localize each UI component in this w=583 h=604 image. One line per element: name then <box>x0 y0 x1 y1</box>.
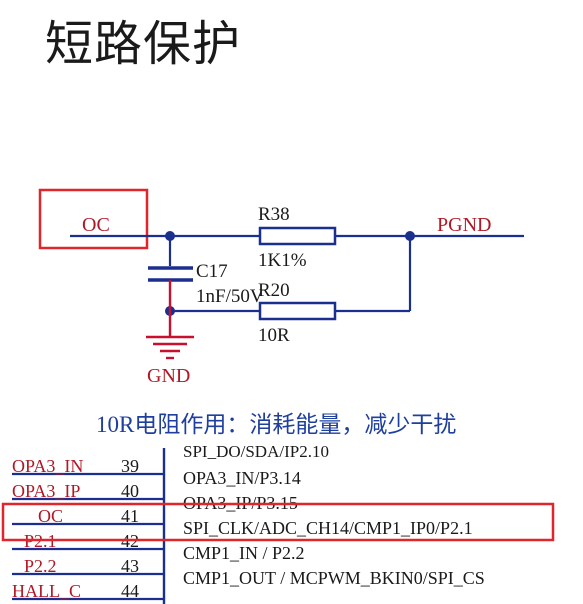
resistor-r38 <box>258 226 337 246</box>
pin-table: SPI_DO/SDA/IP2.10 OPA3_IN 39OPA3_IN/P3.14… <box>12 442 485 604</box>
capacitor-c17 <box>148 266 193 282</box>
junction-dot <box>165 231 175 241</box>
c17-ref-label: C17 <box>196 261 228 282</box>
oc-highlight-box <box>38 188 149 250</box>
r20-ref-label: R20 <box>258 280 290 301</box>
pin-number-label: 41 <box>121 506 139 526</box>
pin-net-label: OC <box>38 506 63 526</box>
pin-number-label: 44 <box>121 581 139 601</box>
pin-function-label: OPA3_IN/P3.14 <box>183 468 301 488</box>
pin-function-label: SPI_CLK/ADC_CH14/CMP1_IP0/P2.1 <box>183 518 473 538</box>
gnd-symbol <box>146 335 194 360</box>
pin-net-label: OPA3_IP <box>12 481 80 501</box>
wire-group <box>70 234 524 313</box>
resistor-note: 10R电阻作用：消耗能量，减少干扰 <box>96 412 457 437</box>
resistor-r20 <box>258 301 337 321</box>
junction-dot <box>405 231 415 241</box>
pin-net-label: OPA3_IN <box>12 456 83 476</box>
pin-number-label: 40 <box>121 481 139 501</box>
pin-net-label: HALL_C <box>12 581 81 601</box>
r20-value-label: 10R <box>258 325 290 346</box>
pin-function-label: CMP1_OUT / MCPWM_BKIN0/SPI_CS <box>183 568 485 588</box>
net-label-gnd: GND <box>147 365 190 387</box>
r38-ref-label: R38 <box>258 204 290 225</box>
page-title: 短路保护 <box>45 18 242 71</box>
net-label-oc: OC <box>82 214 110 236</box>
oc-row-highlight-box <box>1 502 555 542</box>
pin-table-row: HALL_C 44 <box>12 581 164 601</box>
pin-number-label: 39 <box>121 456 139 476</box>
pin-net-label: P2.2 <box>24 556 57 576</box>
pin-function-label: CMP1_IN / P2.2 <box>183 543 305 563</box>
net-label-pgnd: PGND <box>437 214 491 236</box>
pin-number-label: 43 <box>121 556 139 576</box>
partial-top-func-label: SPI_DO/SDA/IP2.10 <box>183 442 329 461</box>
r38-value-label: 1K1% <box>258 250 307 271</box>
c17-value-label: 1nF/50V <box>196 286 264 307</box>
